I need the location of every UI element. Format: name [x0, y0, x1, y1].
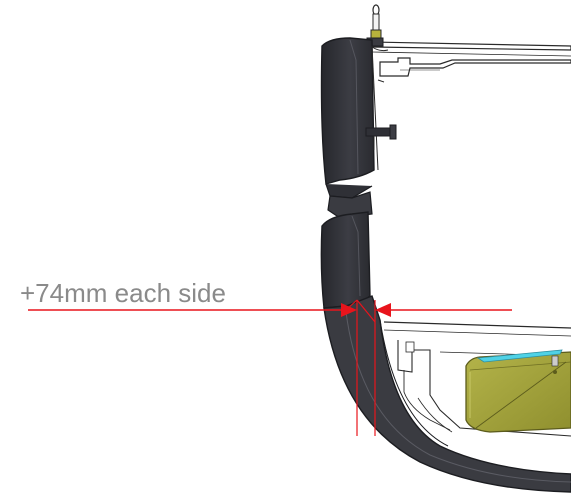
- arrow-left-icon: [375, 303, 391, 317]
- arrow-right-icon: [341, 303, 357, 317]
- top-rail: [371, 41, 571, 77]
- bolt-icon: [365, 124, 397, 150]
- lower-side-panel: [320, 211, 371, 309]
- dimension-label: +74mm each side: [20, 278, 226, 308]
- upper-side-panel: [320, 37, 385, 199]
- middle-side-panel: [327, 191, 373, 219]
- dimension-markers: [28, 299, 512, 436]
- curved-frame: [323, 295, 571, 493]
- olive-tray: [465, 349, 571, 433]
- tray-housing: [383, 321, 571, 437]
